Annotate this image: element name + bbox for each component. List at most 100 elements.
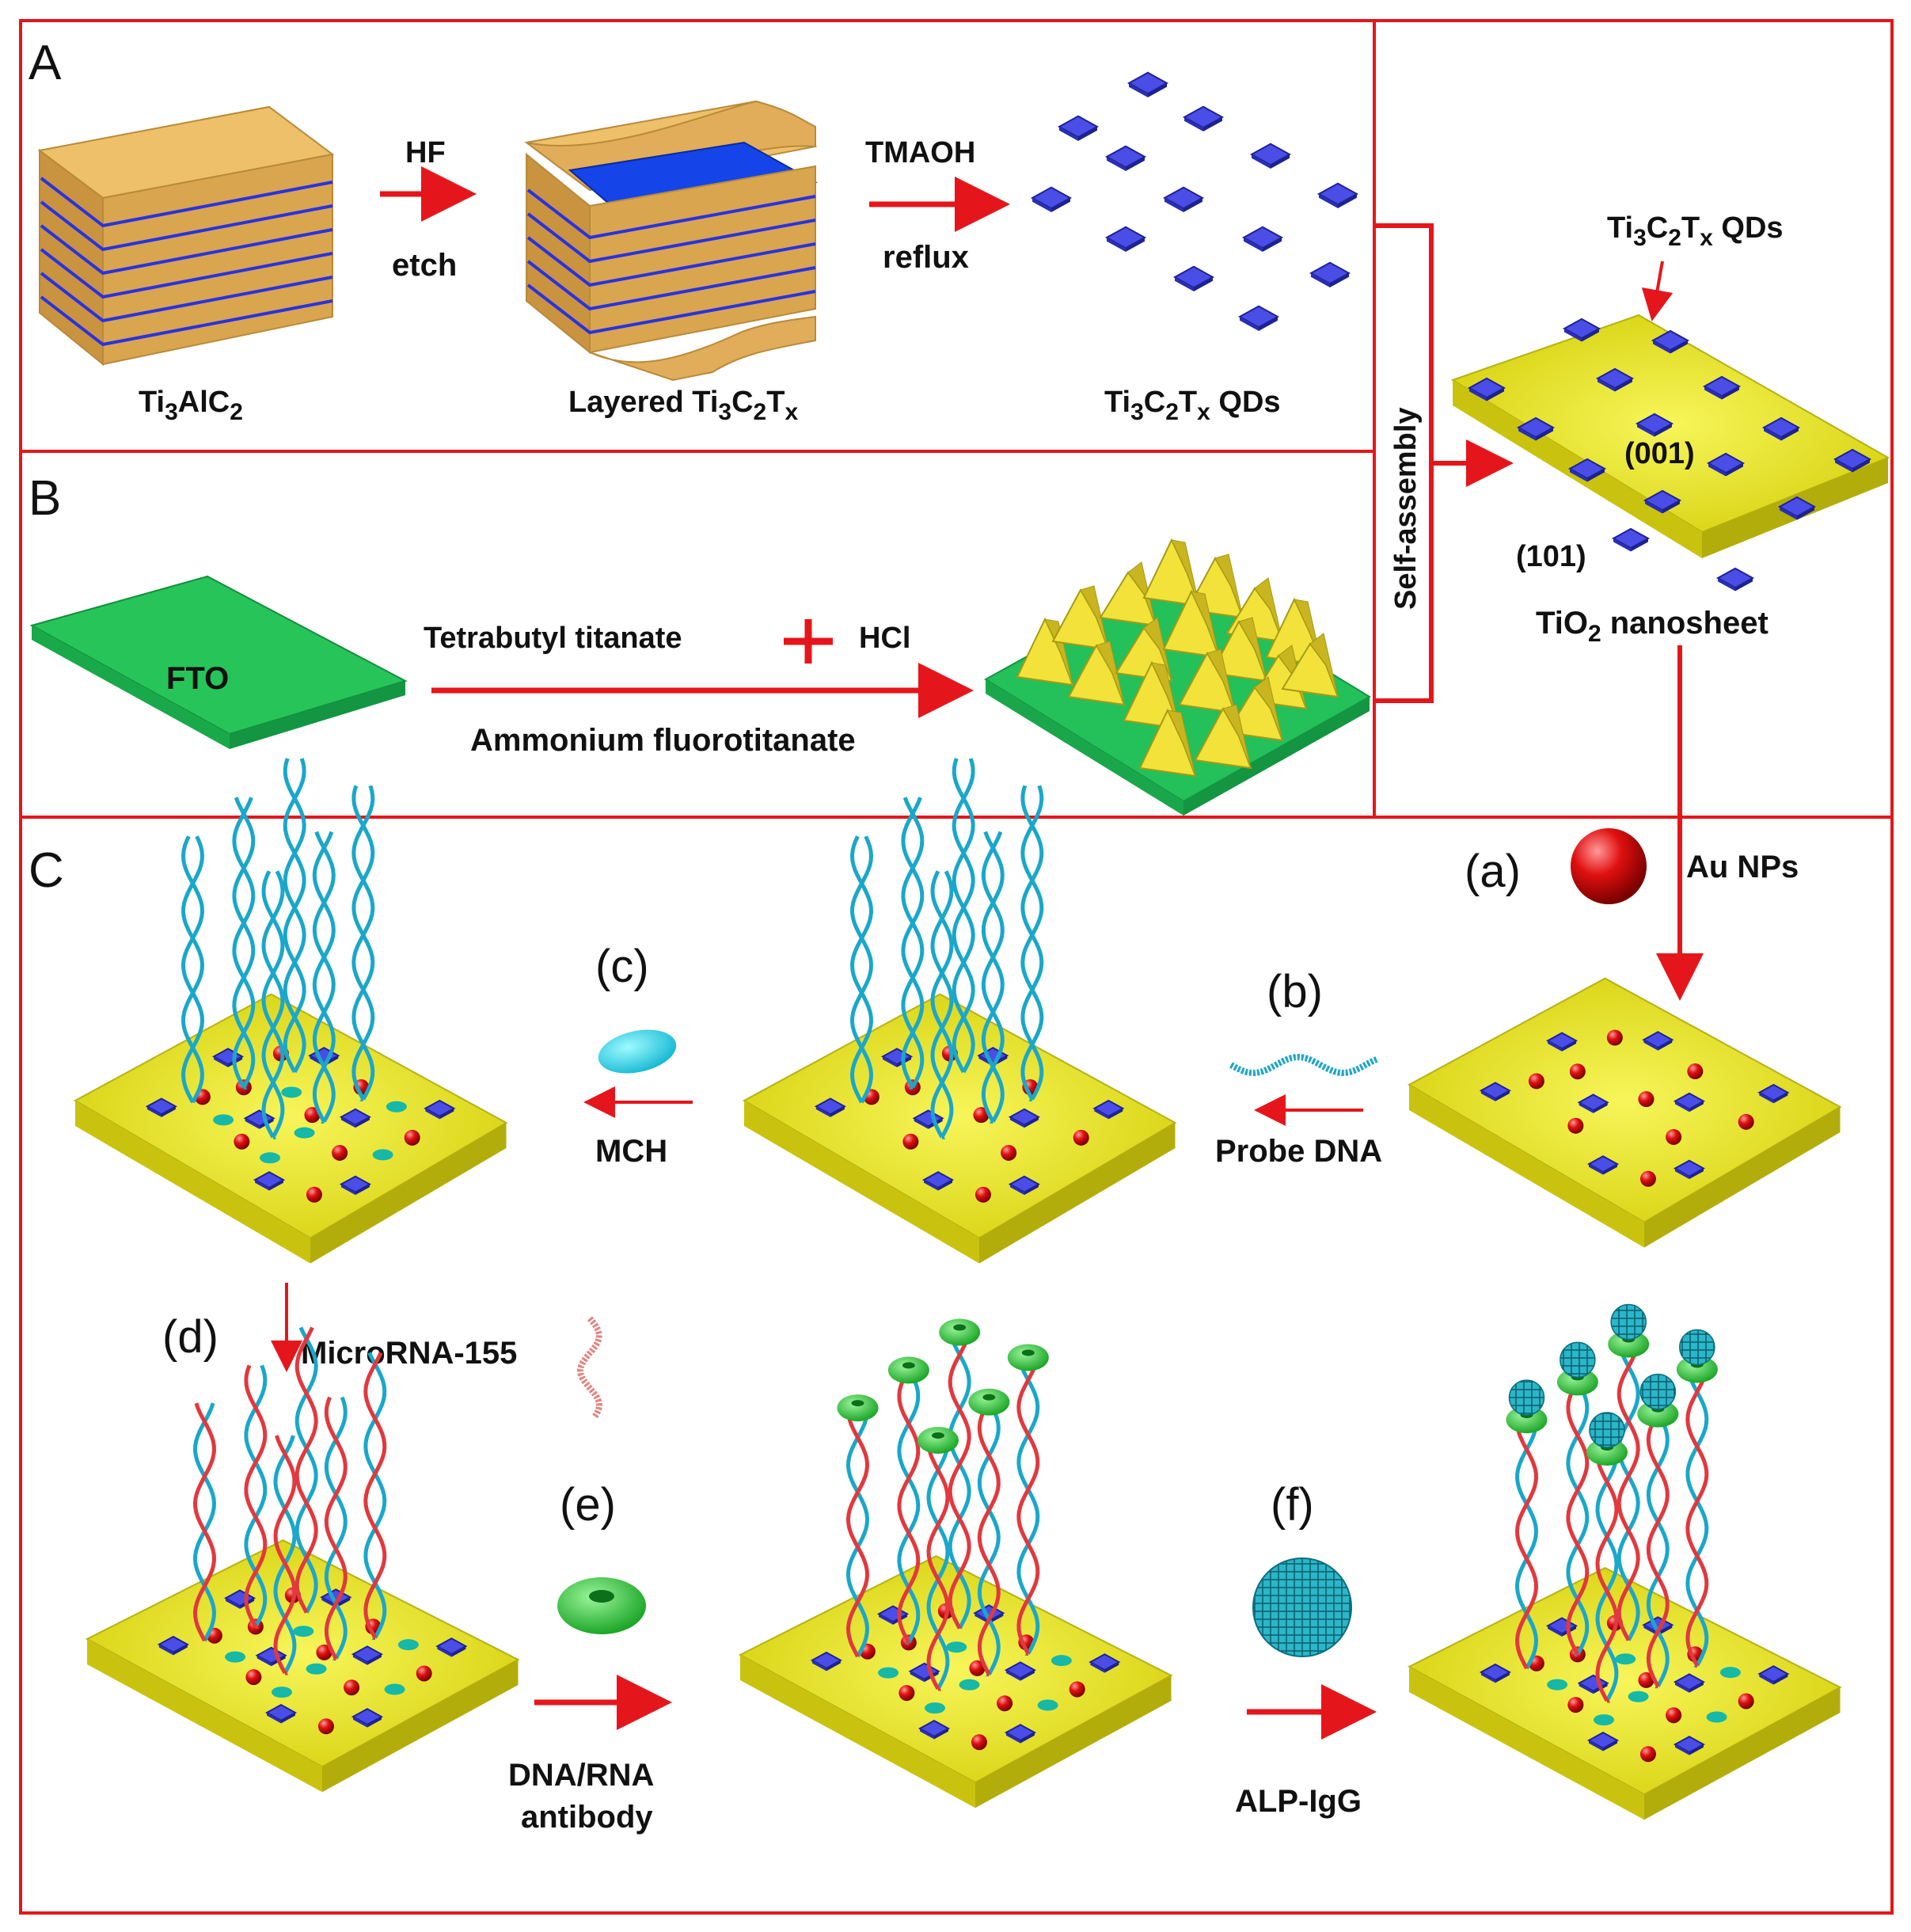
max-phase-layer-line (40, 248, 333, 299)
surface-qd (1586, 1155, 1620, 1175)
microrna-helix (1685, 1379, 1709, 1668)
antibody (1637, 1400, 1679, 1428)
surface-qd (1702, 375, 1742, 400)
probe-dna-helix (351, 785, 375, 1101)
antibody-hole (851, 1400, 864, 1407)
probe-dna-helix (283, 758, 306, 1074)
electrode-side (75, 1101, 310, 1264)
microrna-helix (273, 1435, 297, 1675)
mch-molecule (397, 1639, 419, 1651)
microrna-helix (294, 1326, 318, 1614)
ti3alc2-block (37, 105, 335, 367)
probe-dna-helix (948, 1342, 971, 1630)
au-nanoparticle (971, 1734, 987, 1751)
probe-dna-helix (901, 797, 925, 1090)
surface-qd (1595, 367, 1635, 392)
ti3c2tx-qd (1162, 186, 1205, 212)
microrna-helix (897, 1380, 921, 1645)
au-nanoparticle (1666, 1128, 1682, 1145)
microrna-helix (1646, 1424, 1670, 1689)
microrna-strand (576, 1316, 603, 1420)
mch-molecule (260, 1152, 281, 1164)
mch-molecule (1719, 1667, 1741, 1679)
alp-igg-label: ALP-IgG (1235, 1784, 1362, 1819)
probe-dna-helix (192, 1402, 217, 1642)
probe-dna-helix (981, 831, 1005, 1124)
tio2-nanosheet-face (1309, 633, 1339, 698)
step-e-label: (e) (560, 1479, 616, 1531)
surface-qd (1642, 1031, 1674, 1051)
electrode-side (1644, 1687, 1841, 1820)
probe-dna-helix (294, 1326, 318, 1614)
probe-dna-label: Probe DNA (1215, 1134, 1382, 1169)
electrode-step-d (85, 1326, 520, 1793)
mch-molecule (1547, 1679, 1568, 1690)
surface-qd (435, 1637, 468, 1657)
mch-molecule (959, 1679, 980, 1690)
surface-qd (157, 1635, 189, 1656)
antibody (1586, 1438, 1628, 1466)
probe-dna-helix (1595, 1462, 1619, 1703)
microrna-helix (1566, 1392, 1590, 1656)
probe-dna-icon (1229, 1053, 1379, 1077)
probe-dna-helix (283, 758, 306, 1074)
alp-igg (1610, 1303, 1647, 1341)
step-a-label: (a) (1465, 846, 1521, 897)
probe-dna-helix (849, 835, 874, 1104)
layered-ti3c2tx-label: Layered Ti3C2Tx (568, 386, 798, 425)
ti3c2tx-qd (1316, 182, 1359, 208)
nanosheet-qds-label: Ti3C2Tx QDs (1607, 211, 1784, 251)
surface-qd (1479, 1082, 1511, 1101)
surface-qd (1467, 377, 1506, 401)
antibody (1608, 1330, 1650, 1358)
mch-molecule (213, 1114, 234, 1126)
hf-label: HF (405, 136, 446, 169)
surface-qd (1092, 1099, 1125, 1120)
surface-qd (1577, 1093, 1609, 1113)
surface-qd (1757, 1665, 1790, 1685)
surface-qd (912, 1109, 944, 1129)
surface-qd (1562, 318, 1601, 342)
electrode-side (1409, 1667, 1644, 1820)
probe-dna-helix (232, 797, 256, 1090)
tmaoh-label: TMAOH (865, 136, 975, 169)
mch-molecule (386, 1101, 407, 1112)
electrode-side (87, 1639, 322, 1793)
au-nanoparticle (1738, 1693, 1754, 1710)
surface-qd (424, 1099, 456, 1120)
outer-frame (19, 19, 1894, 1915)
probe-dna-strand (1229, 1053, 1379, 1077)
probe-dna-helix (1685, 1379, 1709, 1668)
surface-qd (1643, 489, 1682, 514)
electrode-step-e (738, 1318, 1173, 1808)
surface-qd (918, 1719, 951, 1740)
au-nanoparticle (1639, 1746, 1656, 1763)
surface-qd (1635, 413, 1674, 437)
ti3c2tx-qd (1126, 71, 1169, 97)
surface-qd (1673, 1159, 1706, 1180)
mch-molecule (925, 1702, 946, 1714)
probe-dna-helix (952, 758, 975, 1074)
surface-qd (921, 1171, 955, 1191)
layered-ti3c2tx-block (524, 100, 818, 382)
mch-molecule (1706, 1711, 1727, 1723)
max-phase-layer-line (40, 295, 333, 347)
surface-qd (351, 1645, 384, 1665)
mch-molecule (878, 1667, 899, 1679)
etch-label: etch (392, 248, 457, 283)
au-nps-label: Au NPs (1686, 850, 1799, 884)
mch-molecule (225, 1651, 246, 1663)
surface-qd (1673, 1092, 1706, 1112)
panel-label-c: C (28, 843, 64, 898)
probe-dna-helix (363, 1352, 387, 1640)
au-nanoparticle (317, 1718, 334, 1735)
surface-qd (1777, 496, 1817, 520)
au-nanoparticle (245, 1669, 262, 1686)
fto-substrate (29, 575, 408, 749)
probe-dna-helix (926, 1451, 950, 1691)
surface-qd (253, 1171, 286, 1191)
probe-dna-helix (351, 785, 375, 1101)
surface-qd (1761, 416, 1801, 441)
au-nanoparticle (1687, 1063, 1704, 1080)
au-nanoparticle (1638, 1671, 1655, 1688)
